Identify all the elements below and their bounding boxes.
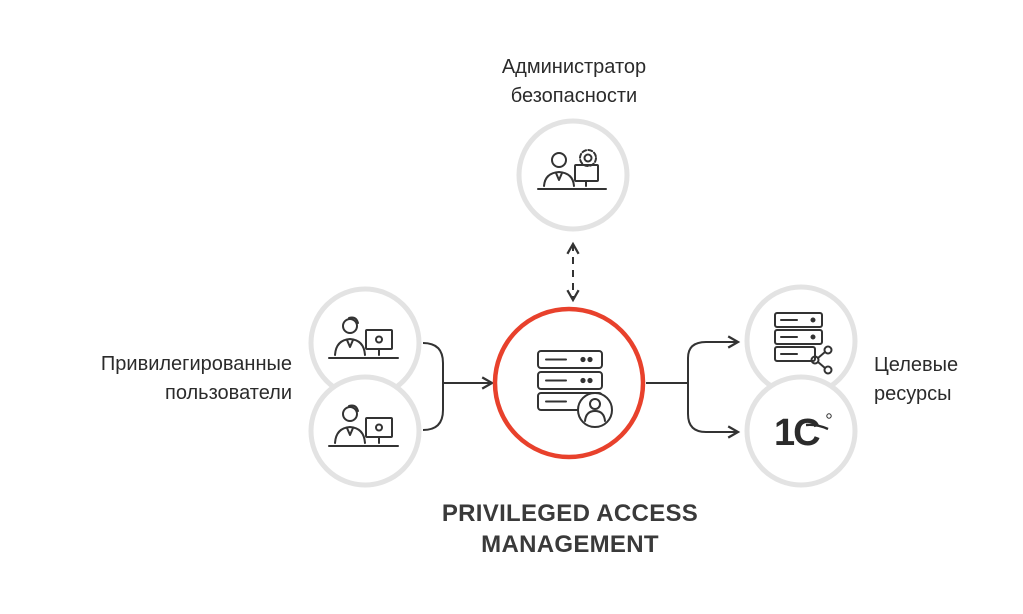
targets-label: Целевые ресурсы	[874, 354, 959, 405]
1c-logo-text: 1C	[774, 412, 820, 454]
pam-node	[492, 306, 646, 460]
users-label: Привилегированные пользователи	[100, 353, 292, 404]
user-computer-icon	[328, 316, 399, 359]
1c-logo-icon: 1C	[774, 412, 832, 454]
users-merge-connector	[422, 342, 444, 431]
admin-label: Администратор безопасности	[501, 56, 647, 107]
connectors	[422, 241, 741, 439]
admin-gear-icon	[537, 149, 607, 190]
admin-node	[516, 118, 630, 232]
servers-node	[744, 284, 858, 398]
1c-node: 1C	[744, 374, 858, 488]
pam-title: PRIVILEGED ACCESS MANAGEMENT	[441, 500, 699, 558]
server-user-icon	[537, 350, 613, 428]
pam-to-1c-arrow	[687, 383, 741, 439]
pam-to-servers-arrow	[687, 335, 741, 383]
user-computer-icon	[328, 404, 399, 447]
user-node-2	[308, 374, 422, 488]
server-share-icon	[774, 312, 833, 375]
